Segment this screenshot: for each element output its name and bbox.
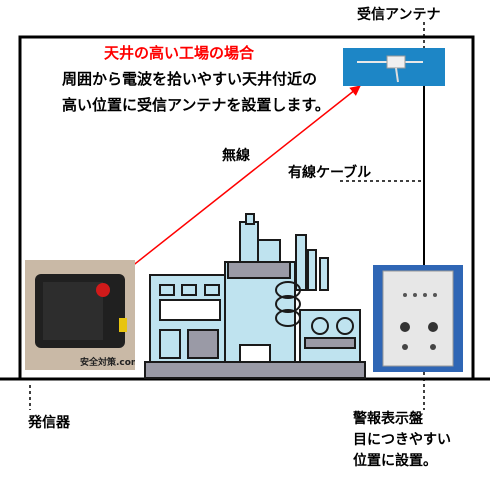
alarm-panel-icon <box>373 265 463 372</box>
antenna-label: 受信アンテナ <box>357 7 441 23</box>
antenna-icon <box>343 48 445 86</box>
transmitter-photo: 安全対策.com <box>25 260 135 370</box>
panel-label-line-1: 警報表示盤 <box>353 411 423 427</box>
panel-label-line-3: 位置に設置。 <box>353 453 437 469</box>
factory-machine <box>144 213 366 379</box>
wireless-label: 無線 <box>222 148 250 164</box>
panel-label-line-2: 目につきやすい <box>353 432 451 448</box>
heading: 天井の高い工場の場合 <box>104 44 255 62</box>
wireless-arrow <box>111 85 361 283</box>
description-line-2: 高い位置に受信アンテナを設置します。 <box>62 96 330 114</box>
antenna-photo <box>343 48 445 86</box>
description-line-1: 周囲から電波を拾いやすい天井付近の <box>62 70 318 88</box>
transmitter-icon <box>25 260 135 370</box>
wired-cable-label: 有線ケーブル <box>288 165 372 181</box>
watermark: 安全対策.com <box>80 358 135 368</box>
transmitter-label: 発信器 <box>28 415 70 431</box>
alarm-panel-photo <box>373 265 463 372</box>
